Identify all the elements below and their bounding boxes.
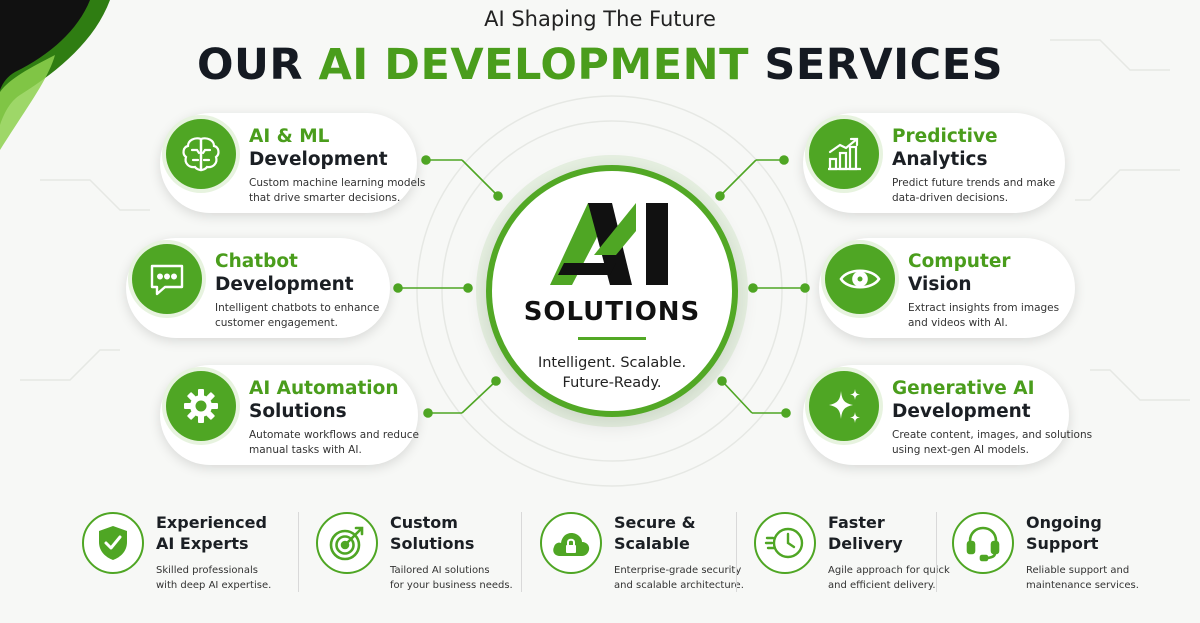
feature-description: Reliable support and maintenance services… (1026, 563, 1139, 593)
service-desc-line1: Custom machine learning models (249, 177, 426, 189)
feature-desc-line2: with deep AI expertise. (156, 580, 272, 591)
service-desc-line1: Intelligent chatbots to enhance (215, 302, 380, 314)
service-card-predictive-analytics[interactable]: Predictive Analytics Predict future tren… (803, 113, 1065, 213)
gear-icon (166, 371, 236, 441)
hub-subtitle: SOLUTIONS (523, 297, 701, 327)
hub-divider (578, 337, 646, 340)
service-title-line2: Development (892, 401, 1031, 422)
feature-desc-line1: Agile approach for quick (828, 565, 950, 576)
service-title-line1: AI Automation (249, 378, 399, 399)
feature-desc-line2: and scalable architecture. (614, 580, 744, 591)
service-desc-line1: Create content, images, and solutions (892, 429, 1093, 441)
feature-desc-line1: Enterprise-grade security (614, 565, 742, 576)
service-title-line1: Predictive (892, 126, 998, 147)
headset-icon (952, 512, 1014, 574)
feature-title-line1: Faster (828, 513, 885, 532)
service-title-line1: Chatbot (215, 251, 298, 272)
feature-description: Enterprise-grade security and scalable ar… (614, 563, 744, 593)
feature-divider (736, 512, 737, 592)
corner-swoosh-decoration (0, 0, 110, 150)
service-title-line2: Solutions (249, 401, 347, 422)
eyebrow-heading: AI Shaping The Future (484, 7, 716, 31)
feature-title-line2: Solutions (390, 534, 475, 553)
title-part-1: OUR (196, 40, 304, 90)
sparkle-icon (809, 371, 879, 441)
feature-divider (936, 512, 937, 592)
eye-icon (825, 244, 895, 314)
service-card-ai-automation[interactable]: AI Automation Solutions Automate workflo… (160, 365, 419, 465)
title-accent: AI DEVELOPMENT (318, 40, 749, 90)
service-title-line2: Analytics (892, 149, 988, 170)
service-card-chatbot[interactable]: Chatbot Development Intelligent chatbots… (126, 238, 390, 338)
hub-tagline-line2: Future-Ready. (562, 375, 662, 391)
bar-chart-icon (809, 119, 879, 189)
service-desc-line2: customer engagement. (215, 317, 338, 329)
service-desc-line2: manual tasks with AI. (249, 444, 362, 456)
service-desc-line1: Predict future trends and make (892, 177, 1056, 189)
feature-title-line1: Secure & (614, 513, 696, 532)
service-title-line1: Computer (908, 251, 1011, 272)
ai-logo-mark: AI (550, 203, 668, 285)
service-description: Intelligent chatbots to enhance customer … (215, 301, 379, 331)
service-title-line1: Generative AI (892, 378, 1035, 399)
service-title-line2: Development (215, 274, 354, 295)
service-description: Create content, images, and solutions usi… (892, 428, 1092, 458)
service-title-line2: Vision (908, 274, 972, 295)
service-desc-line1: Automate workflows and reduce (249, 429, 419, 441)
feature-title-line1: Experienced (156, 513, 267, 532)
cloud-lock-icon (540, 512, 602, 574)
feature-desc-line2: and efficient delivery. (828, 580, 936, 591)
feature-title-line2: AI Experts (156, 534, 249, 553)
feature-desc-line1: Tailored AI solutions (390, 565, 490, 576)
chat-bubble-icon (132, 244, 202, 314)
service-desc-line2: data-driven decisions. (892, 192, 1009, 204)
feature-title-line1: Custom (390, 513, 458, 532)
shield-check-icon (82, 512, 144, 574)
service-title-line1: AI & ML (249, 126, 330, 147)
target-icon (316, 512, 378, 574)
service-desc-line2: that drive smarter decisions. (249, 192, 401, 204)
page-title: OUR AI DEVELOPMENT SERVICES (0, 40, 1200, 90)
fast-clock-icon (754, 512, 816, 574)
ai-solutions-hub: AI SOLUTIONS Intelligent. Scalable. Futu… (486, 165, 738, 417)
service-description: Predict future trends and make data-drive… (892, 176, 1055, 206)
feature-title-line2: Scalable (614, 534, 690, 553)
feature-desc-line2: for your business needs. (390, 580, 513, 591)
service-description: Custom machine learning models that drive… (249, 176, 425, 206)
service-card-computer-vision[interactable]: Computer Vision Extract insights from im… (819, 238, 1075, 338)
service-card-ai-ml[interactable]: AI & ML Development Custom machine learn… (160, 113, 425, 213)
feature-divider (521, 512, 522, 592)
feature-title-line2: Delivery (828, 534, 903, 553)
feature-desc-line1: Skilled professionals (156, 565, 258, 576)
feature-title-line2: Support (1026, 534, 1099, 553)
service-desc-line2: using next-gen AI models. (892, 444, 1029, 456)
service-description: Extract insights from images and videos w… (908, 301, 1059, 331)
feature-description: Skilled professionals with deep AI expert… (156, 563, 271, 593)
service-title-line2: Development (249, 149, 388, 170)
feature-desc-line2: maintenance services. (1026, 580, 1139, 591)
feature-divider (298, 512, 299, 592)
feature-description: Agile approach for quick and efficient de… (828, 563, 950, 593)
hub-tagline-line1: Intelligent. Scalable. (537, 355, 687, 371)
service-desc-line1: Extract insights from images (908, 302, 1060, 314)
title-part-2: SERVICES (764, 40, 1004, 90)
feature-desc-line1: Reliable support and (1026, 565, 1130, 576)
feature-description: Tailored AI solutions for your business n… (390, 563, 513, 593)
feature-title-line1: Ongoing (1026, 513, 1102, 532)
brain-icon (166, 119, 236, 189)
service-card-generative-ai[interactable]: Generative AI Development Create content… (803, 365, 1092, 465)
service-desc-line2: and videos with AI. (908, 317, 1008, 329)
service-description: Automate workflows and reduce manual task… (249, 428, 419, 458)
